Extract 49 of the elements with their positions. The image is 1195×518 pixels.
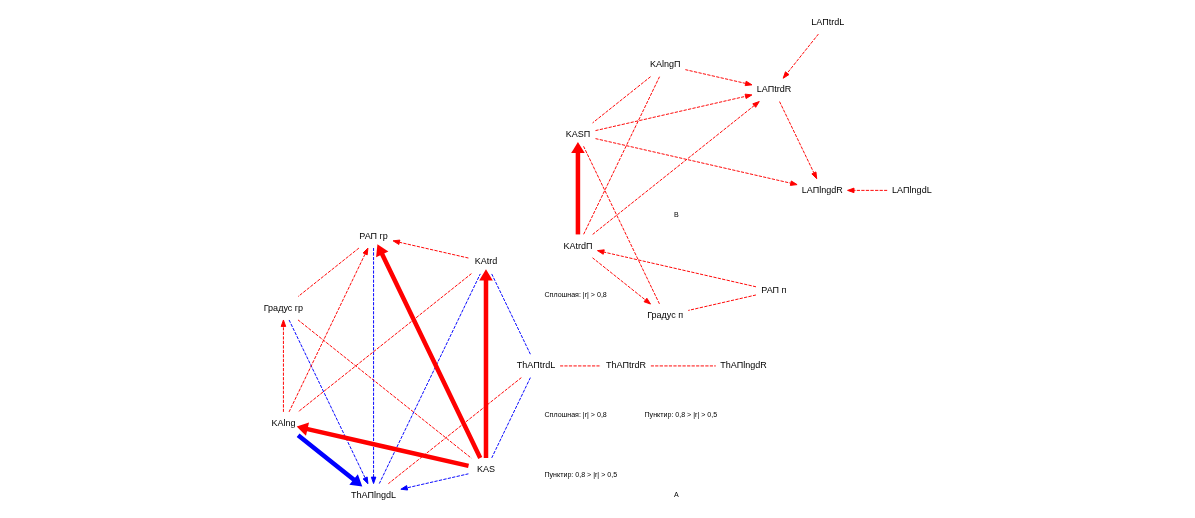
arrow	[392, 239, 469, 259]
node-text: LAПlngdL	[892, 184, 932, 195]
connector	[387, 377, 522, 485]
arrow	[592, 101, 760, 235]
connector	[297, 273, 472, 413]
connector	[297, 319, 472, 459]
node-text: LAПtrdR	[756, 84, 792, 95]
arrow	[596, 249, 757, 288]
arrow	[400, 473, 469, 491]
arrow	[684, 69, 753, 87]
arrow	[595, 93, 753, 132]
node-text: РАП п	[761, 285, 787, 296]
node-text: ThAПtrdR	[605, 360, 646, 371]
connector	[583, 76, 660, 235]
node-text: LAПlngdR	[801, 184, 843, 195]
arrow	[479, 269, 493, 459]
arrow	[288, 247, 369, 413]
arrow	[595, 138, 798, 186]
node-text: KAtrd	[474, 256, 498, 267]
connector	[491, 377, 531, 459]
arrow	[847, 187, 888, 194]
node-text: KASП	[565, 128, 591, 139]
connector	[491, 273, 531, 355]
arrow	[376, 244, 483, 459]
node-text: KAS	[476, 464, 496, 475]
connector	[378, 273, 481, 485]
node-text: ThAПlngdR	[720, 360, 767, 371]
arrow	[296, 433, 363, 487]
node-text: KAtrdП	[563, 240, 593, 251]
node-text: Градус гр	[263, 302, 304, 313]
node-text: KAlngП	[649, 59, 681, 70]
arrow	[296, 422, 470, 469]
node-text: ThAПtrdL	[516, 360, 556, 371]
arrow	[370, 247, 377, 485]
node-text: KAlng	[271, 417, 296, 428]
node-text: ThAПlngdL	[351, 489, 397, 500]
arrow	[571, 142, 585, 235]
connector	[592, 76, 652, 124]
arrow	[779, 101, 818, 180]
node-text: LAПtrdL	[811, 16, 845, 27]
connector	[687, 294, 757, 311]
arrow	[592, 257, 651, 305]
arrow	[288, 319, 369, 485]
arrow	[280, 319, 287, 413]
node-text: Градус п	[647, 310, 684, 321]
arrow	[782, 33, 819, 79]
connector	[297, 247, 360, 298]
connector	[583, 145, 660, 305]
node-text: РАП гр	[359, 230, 388, 241]
